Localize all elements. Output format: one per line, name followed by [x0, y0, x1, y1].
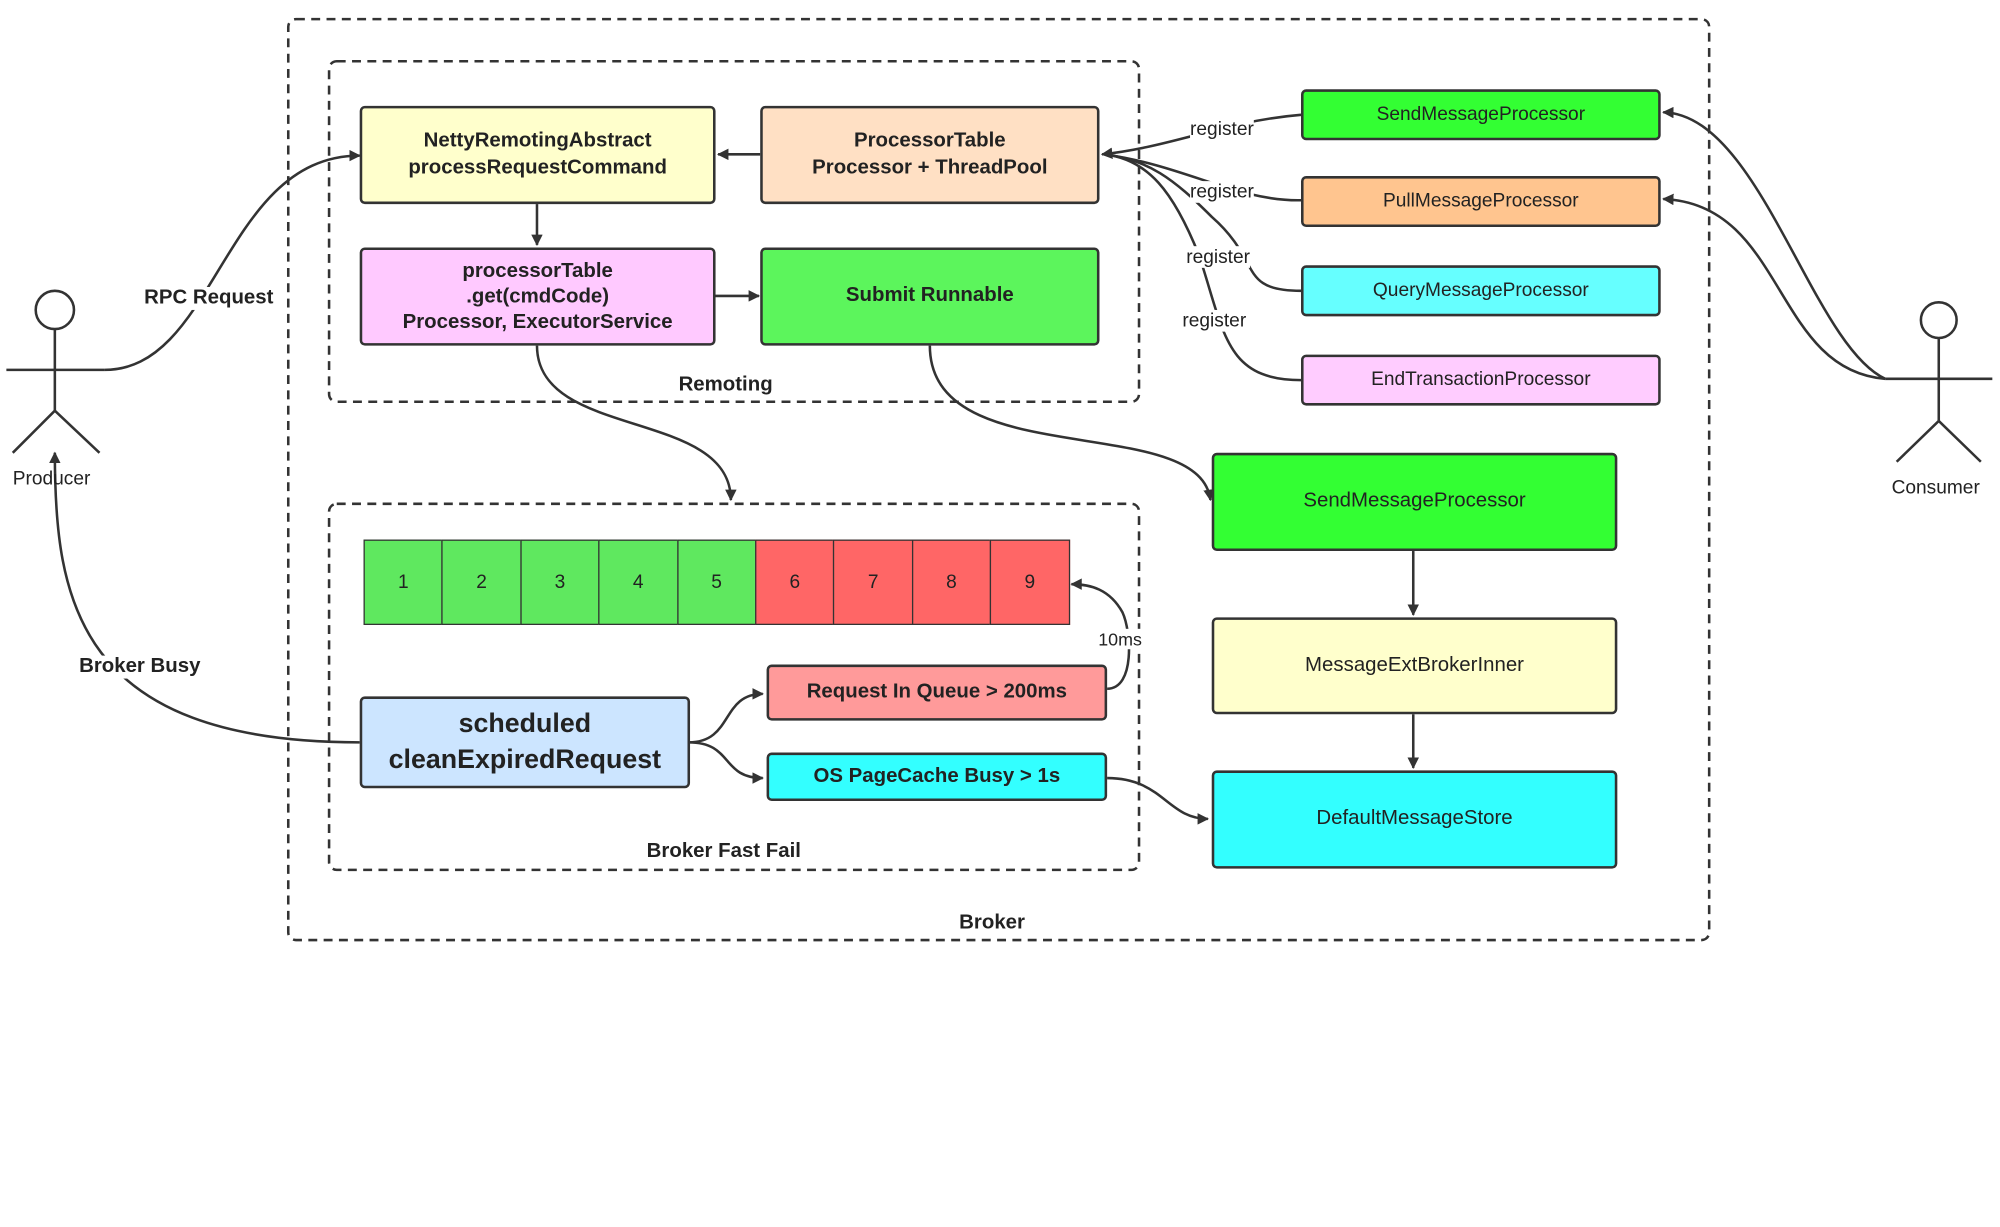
- processor-table-box: ProcessorTable Processor + ThreadPool: [760, 105, 1100, 205]
- request-in-queue-box: Request In Queue > 200ms: [766, 664, 1108, 721]
- rpc-request-edge: [104, 149, 361, 372]
- scheduled-to-pagecache-edge: [688, 741, 764, 784]
- ten-ms-loop-edge: [1070, 578, 1131, 691]
- os-pagecache-busy-box: OS PageCache Busy > 1s: [766, 752, 1108, 802]
- submit-runnable-box: Submit Runnable: [760, 247, 1100, 346]
- broker-label: Broker: [959, 911, 1025, 934]
- default-message-store-box: DefaultMessageStore: [1211, 770, 1618, 869]
- register-edge-3: [1104, 153, 1302, 293]
- send-message-processor-box: SendMessageProcessor: [1211, 452, 1618, 552]
- netty-remoting-box: NettyRemotingAbstract processRequestComm…: [359, 105, 716, 205]
- register-label: register: [1190, 181, 1254, 203]
- registry-send-processor: SendMessageProcessor: [1301, 89, 1661, 141]
- broker-busy-edge: [49, 451, 360, 744]
- get-to-fast-fail-edge: [535, 345, 737, 502]
- queue-cell: 1: [363, 539, 444, 625]
- registry-query-processor: QueryMessageProcessor: [1301, 265, 1661, 317]
- pagecache-to-store-edge: [1107, 776, 1210, 825]
- message-ext-broker-inner-box: MessageExtBrokerInner: [1211, 617, 1618, 715]
- registry-endtx-processor: EndTransactionProcessor: [1301, 354, 1661, 406]
- queue-cell: 8: [911, 539, 992, 625]
- remoting-label: Remoting: [678, 373, 773, 396]
- producer-label: Producer: [12, 468, 91, 490]
- consumer-to-pull-edge: [1662, 193, 1886, 381]
- consumer-to-send-edge: [1662, 106, 1886, 380]
- fast-fail-container: [327, 502, 1141, 872]
- fast-fail-label: Broker Fast Fail: [646, 840, 801, 863]
- queue-cell: 2: [441, 539, 522, 625]
- registry-pull-processor: PullMessageProcessor: [1301, 176, 1661, 228]
- consumer-label: Consumer: [1891, 477, 1980, 499]
- register-label: register: [1190, 118, 1254, 141]
- queue-cell: 7: [833, 539, 913, 625]
- processor-table-get-box: processorTable .get(cmdCode) Processor, …: [359, 247, 716, 346]
- ten-ms-label: 10ms: [1098, 628, 1142, 650]
- register-label: register: [1186, 246, 1251, 268]
- submit-to-send-edge: [928, 345, 1215, 502]
- register-label: register: [1182, 309, 1247, 332]
- broker-busy-label: Broker Busy: [79, 655, 201, 679]
- remoting-container: [327, 59, 1141, 404]
- consumer-actor: [1885, 301, 1993, 463]
- rpc-request-label: RPC Request: [144, 286, 274, 310]
- queue-cell: 6: [755, 539, 835, 625]
- broker-container: [286, 17, 1711, 942]
- scheduled-clean-expired-box: scheduled cleanExpiredRequest: [359, 696, 691, 789]
- queue-cell: 4: [598, 539, 679, 625]
- queue-cell: 5: [676, 539, 757, 625]
- queue-cell: 9: [990, 539, 1070, 625]
- queue-cell: 3: [520, 539, 600, 625]
- scheduled-to-request-edge: [688, 688, 764, 744]
- connector-layer: [6, 17, 1993, 942]
- producer-actor: [6, 289, 105, 454]
